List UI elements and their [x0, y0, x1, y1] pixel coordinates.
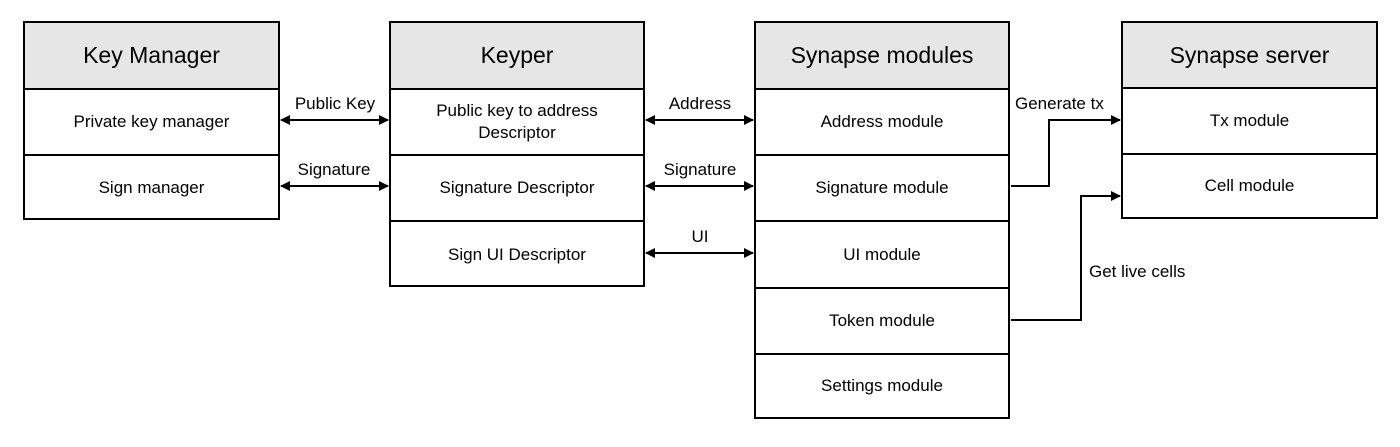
tx-module-row: Tx module	[1123, 87, 1376, 153]
generate-tx-label: Generate tx	[1015, 94, 1104, 113]
public-key-to-address-descriptor-text: Public key to address Descriptor	[436, 101, 598, 142]
key-manager-title: Key Manager	[25, 23, 278, 88]
get-live-cells-label: Get live cells	[1089, 262, 1186, 281]
cell-module-row: Cell module	[1123, 153, 1376, 217]
synapse-modules-box: Synapse modules Address module Signature…	[754, 21, 1010, 419]
address-label: Address	[668, 94, 732, 113]
generate-tx-arrow	[1011, 115, 1121, 187]
public-key-label: Public Key	[294, 94, 376, 113]
ui-label: UI	[691, 227, 709, 246]
private-key-manager-row: Private key manager	[25, 88, 278, 154]
synapse-server-box: Synapse server Tx module Cell module	[1121, 21, 1378, 219]
key-manager-box: Key Manager Private key manager Sign man…	[23, 21, 280, 220]
keyper-box: Keyper Public key to address Descriptor …	[389, 21, 645, 287]
sign-manager-row: Sign manager	[25, 154, 278, 220]
address-module-row: Address module	[756, 88, 1008, 154]
public-key-to-address-descriptor-row: Public key to address Descriptor	[391, 88, 643, 154]
get-live-cells-arrow	[1011, 191, 1121, 321]
ui-module-row: UI module	[756, 220, 1008, 287]
keyper-title: Keyper	[391, 23, 643, 88]
synapse-modules-title: Synapse modules	[756, 23, 1008, 88]
synapse-server-title: Synapse server	[1123, 23, 1376, 87]
settings-module-row: Settings module	[756, 353, 1008, 417]
sign-ui-descriptor-row: Sign UI Descriptor	[391, 220, 643, 287]
token-module-row: Token module	[756, 287, 1008, 353]
signature-module-row: Signature module	[756, 154, 1008, 220]
signature-left-label: Signature	[297, 160, 371, 179]
signature-right-label: Signature	[663, 160, 737, 179]
signature-descriptor-row: Signature Descriptor	[391, 154, 643, 220]
